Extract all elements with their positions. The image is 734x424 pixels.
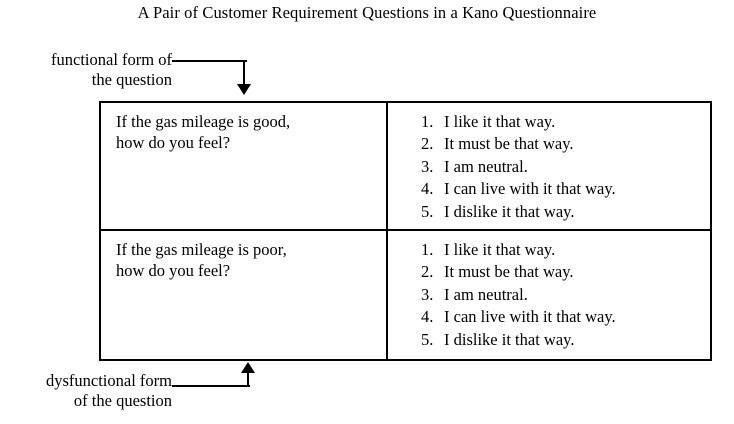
answer-label: I like it that way. (444, 112, 556, 131)
list-item[interactable]: 5. I dislike it that way. (421, 201, 616, 223)
answer-number: 2. (421, 134, 434, 154)
answer-number: 3. (421, 156, 434, 176)
list-item[interactable]: 1. I like it that way. (421, 239, 616, 261)
answer-label: I dislike it that way. (444, 329, 575, 349)
answer-number: 1. (421, 112, 434, 131)
question-line-1: If the gas mileage is poor, (116, 240, 287, 259)
list-item[interactable]: 4. I can live with it that way. (421, 178, 616, 200)
functional-leader-vertical-line (243, 60, 245, 86)
dysfunctional-form-callout-line-2: of the question (73, 391, 172, 410)
list-item[interactable]: 2. It must be that way. (421, 261, 616, 283)
list-item[interactable]: 5. I dislike it that way. (421, 329, 616, 351)
question-cell-dysfunctional: If the gas mileage is poor, how do you f… (101, 231, 388, 359)
answer-number: 3. (421, 284, 434, 304)
list-item[interactable]: 2. It must be that way. (421, 133, 616, 155)
answer-number: 4. (421, 179, 434, 199)
question-line-2: how do you feel? (116, 133, 231, 152)
page-title: A Pair of Customer Requirement Questions… (137, 3, 597, 22)
answer-label: I dislike it that way. (444, 201, 575, 221)
question-cell-functional: If the gas mileage is good, how do you f… (101, 103, 388, 229)
arrow-up-icon (241, 362, 255, 373)
answer-option-list-dysfunctional: 1. I like it that way. 2. It must be that … (421, 239, 616, 351)
answer-label: I like it that way. (444, 240, 556, 259)
functional-form-callout-line-2: the question (91, 70, 172, 89)
answers-cell-dysfunctional: 1. I like it that way. 2. It must be that … (388, 231, 710, 359)
answer-number: 2. (421, 262, 434, 282)
answer-option-list-functional: 1. I like it that way. 2. It must be that … (421, 111, 616, 223)
list-item[interactable]: 4. I can live with it that way. (421, 306, 616, 328)
functional-form-callout-label: functional form of the question (6, 50, 172, 90)
question-text-dysfunctional: If the gas mileage is poor, how do you f… (116, 239, 376, 281)
arrow-down-icon (237, 84, 251, 95)
list-item[interactable]: 3. I am neutral. (421, 156, 616, 178)
answer-label: I can live with it that way. (444, 307, 616, 327)
answer-number: 4. (421, 307, 434, 327)
table-row: If the gas mileage is good, how do you f… (101, 103, 710, 229)
functional-leader-horizontal-line (172, 60, 247, 62)
table-row: If the gas mileage is poor, how do you f… (101, 229, 710, 359)
question-line-1: If the gas mileage is good, (116, 112, 291, 131)
answer-label: I can live with it that way. (444, 179, 616, 199)
list-item[interactable]: 1. I like it that way. (421, 111, 616, 133)
list-item[interactable]: 3. I am neutral. (421, 284, 616, 306)
answer-label: I am neutral. (444, 156, 528, 176)
answer-label: It must be that way. (444, 134, 574, 154)
answer-number: 5. (421, 329, 434, 349)
dysfunctional-form-callout-line-1: dysfunctional form (45, 371, 172, 390)
answer-label: I am neutral. (444, 284, 528, 304)
answer-label: It must be that way. (444, 262, 574, 282)
dysfunctional-form-callout-label: dysfunctional form of the question (4, 371, 172, 411)
dysfunctional-leader-horizontal-line (172, 385, 250, 387)
answers-cell-functional: 1. I like it that way. 2. It must be that … (388, 103, 710, 229)
question-text-functional: If the gas mileage is good, how do you f… (116, 111, 376, 153)
functional-form-callout-line-1: functional form of (51, 50, 172, 69)
answer-number: 5. (421, 201, 434, 221)
answer-number: 1. (421, 240, 434, 259)
question-line-2: how do you feel? (116, 261, 231, 280)
dysfunctional-leader-vertical-line (247, 373, 249, 387)
kano-questionnaire-table: If the gas mileage is good, how do you f… (99, 101, 712, 361)
